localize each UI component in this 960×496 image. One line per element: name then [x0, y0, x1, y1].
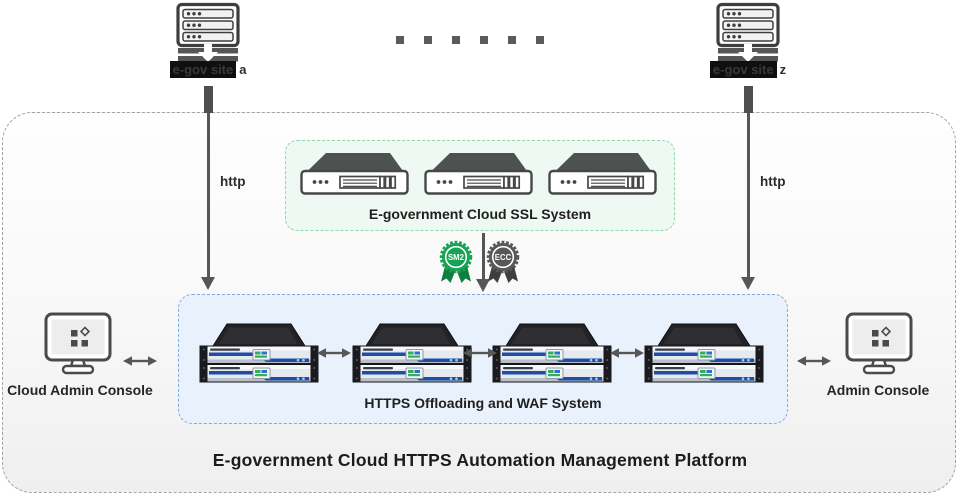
http-label-right: http — [760, 174, 786, 189]
monitor-icon — [840, 312, 918, 376]
server-icon — [174, 2, 242, 62]
site-a-name: e-gov site — [169, 61, 237, 78]
link-line-left — [207, 113, 210, 277]
ssl-appliance-icon — [547, 150, 662, 196]
cert-link-line — [482, 233, 485, 279]
double-arrow-icon — [609, 347, 645, 359]
double-arrow-icon — [462, 347, 498, 359]
waf-gateway-stack-icon — [198, 319, 320, 383]
http-label-left: http — [220, 174, 246, 189]
site-z-name: e-gov site — [709, 61, 777, 78]
dot — [536, 36, 544, 44]
double-arrow-icon — [316, 347, 352, 359]
ssl-system-label: E-government Cloud SSL System — [368, 206, 592, 222]
waf-system-label: HTTPS Offloading and WAF System — [364, 395, 602, 411]
site-z-id: z — [779, 62, 787, 77]
ssl-appliance-row — [286, 150, 674, 196]
dot — [508, 36, 516, 44]
waf-gateway-stack-icon — [643, 319, 765, 383]
sm2-badge-icon: SM2 — [439, 240, 473, 283]
ecc-badge-label: ECC — [495, 253, 512, 262]
sm2-badge-label: SM2 — [448, 253, 465, 262]
server-icon — [714, 2, 782, 62]
platform-title: E-government Cloud HTTPS Automation Mana… — [212, 450, 748, 470]
dot — [480, 36, 488, 44]
waf-system-box: HTTPS Offloading and WAF System — [178, 294, 788, 424]
ellipsis-dots — [396, 36, 544, 44]
site-a-id: a — [239, 62, 247, 77]
waf-gateway-stack-icon — [491, 319, 613, 383]
down-arrow-icon — [476, 279, 490, 292]
dot — [452, 36, 460, 44]
dot — [396, 36, 404, 44]
link-line-right — [747, 113, 750, 277]
cloud-admin-console-label: Cloud Admin Console — [7, 382, 153, 398]
down-arrow-icon — [201, 277, 215, 290]
link-bar-right — [744, 86, 753, 113]
ssl-appliance-icon — [299, 150, 414, 196]
waf-gateway-stack-icon — [351, 319, 473, 383]
monitor-icon — [39, 312, 117, 376]
ecc-badge-icon: ECC — [486, 240, 520, 283]
ssl-appliance-icon — [423, 150, 538, 196]
admin-console-label: Admin Console — [826, 382, 930, 398]
dot — [424, 36, 432, 44]
ssl-system-box: E-government Cloud SSL System — [285, 140, 675, 231]
double-arrow-icon — [122, 355, 158, 367]
double-arrow-icon — [796, 355, 832, 367]
link-bar-left — [204, 86, 213, 113]
down-arrow-icon — [741, 277, 755, 290]
